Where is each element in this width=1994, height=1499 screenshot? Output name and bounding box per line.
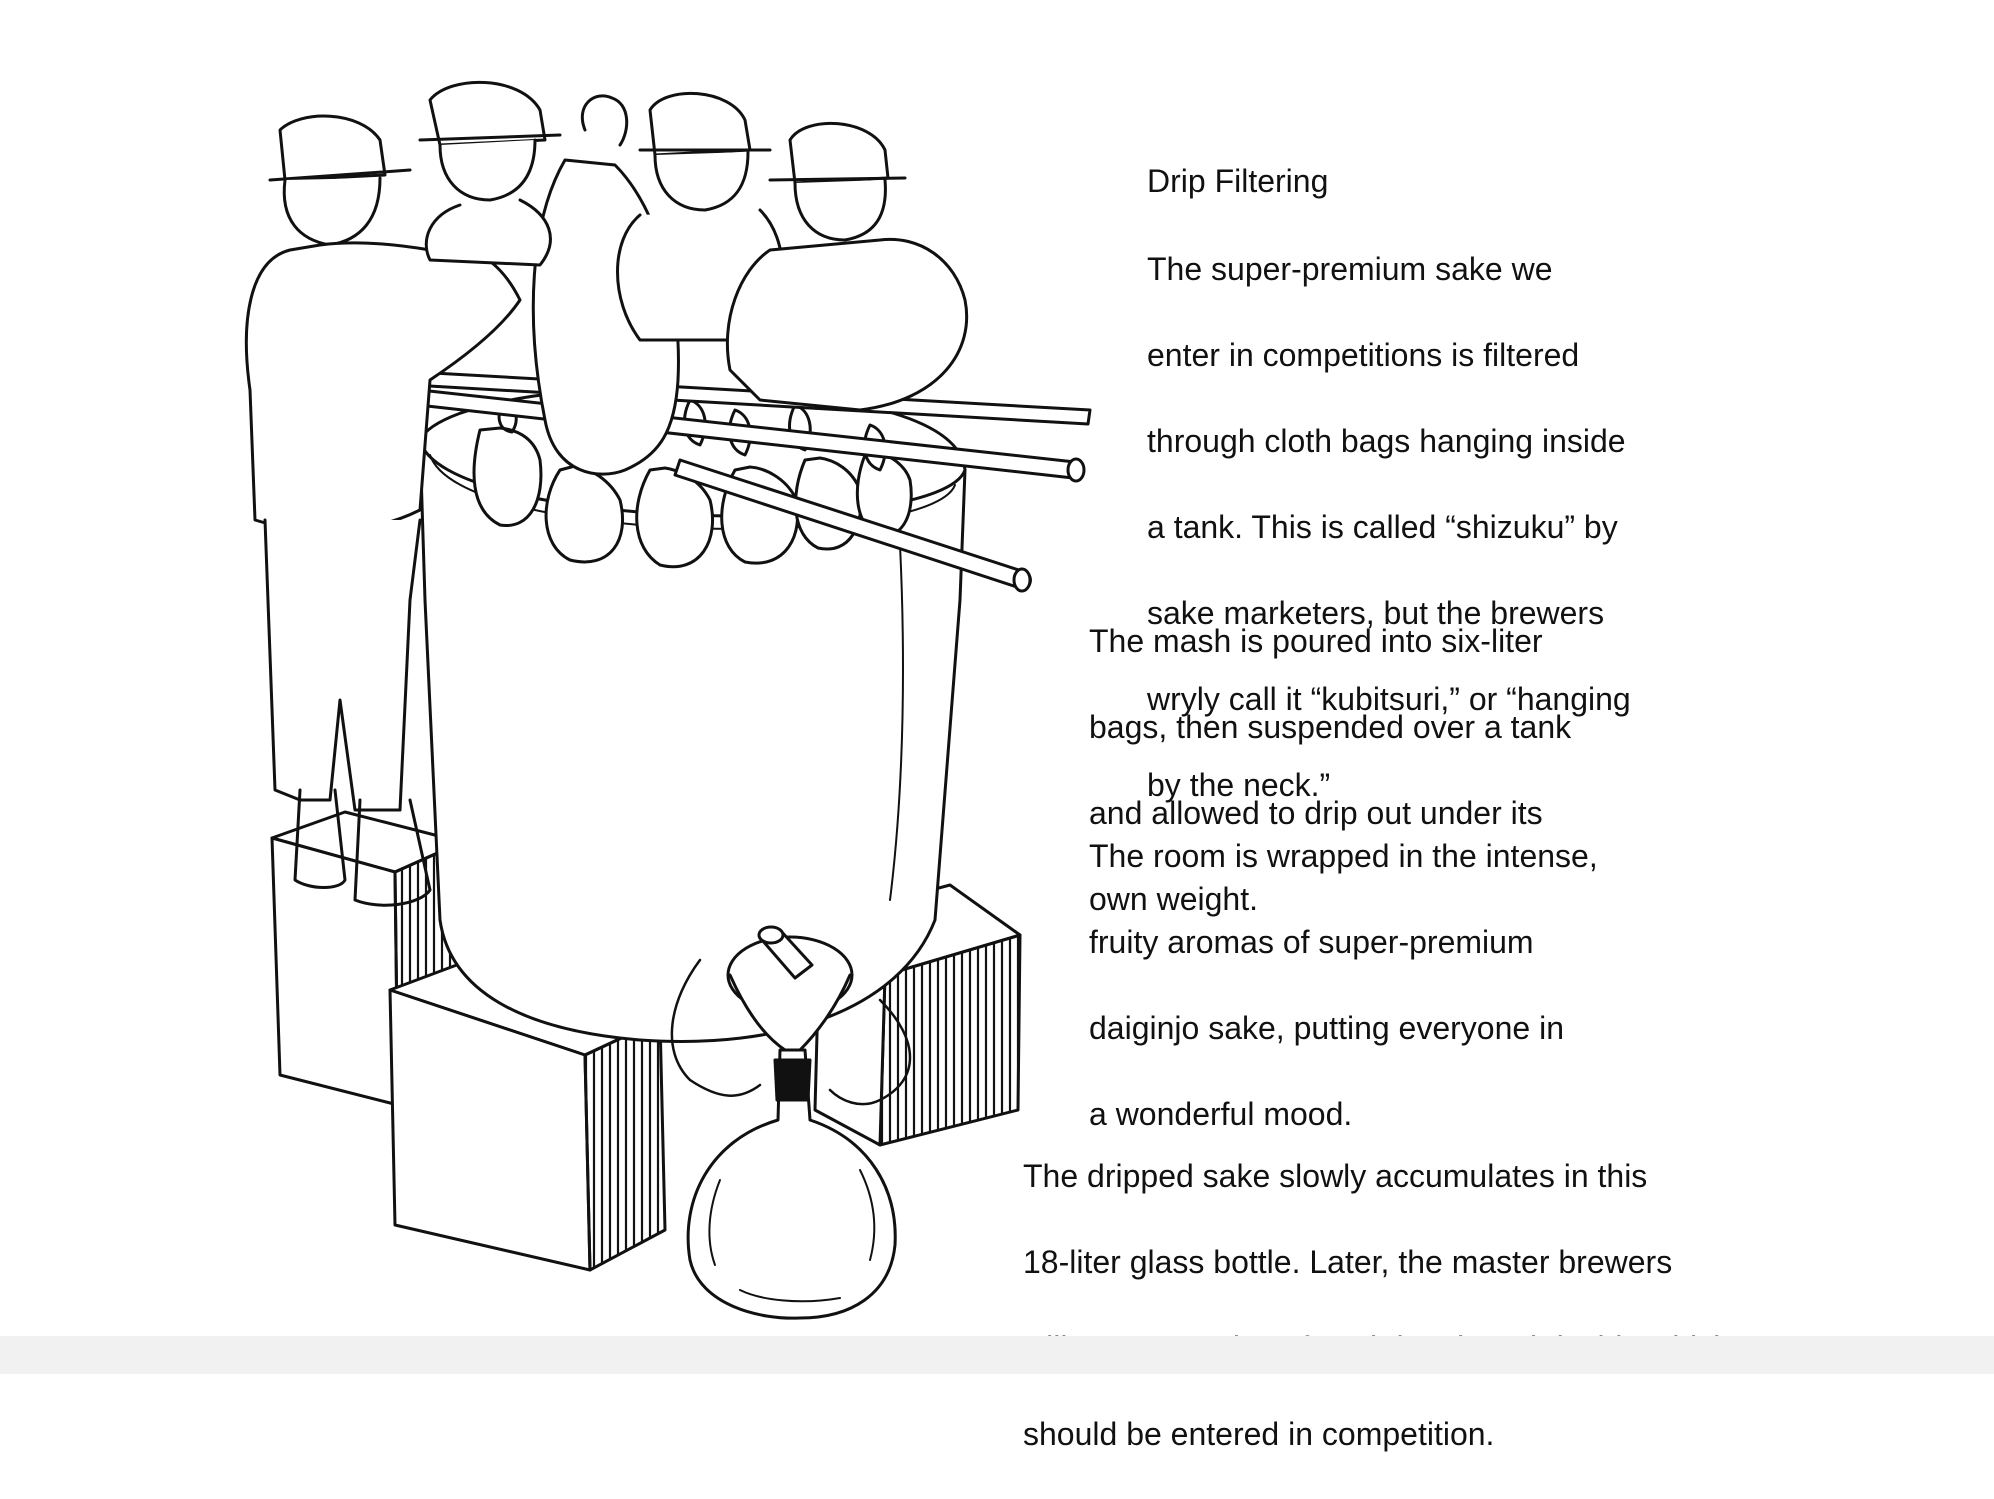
worker-second [418, 80, 562, 267]
bottom-band [0, 1336, 1994, 1374]
worker-left [244, 114, 522, 907]
caption-line: a wonderful mood. [1089, 1096, 1353, 1132]
caption-drip-filtering: Drip Filtering The super-premium sake we… [1147, 114, 1631, 850]
caption-line: wryly call it “kubitsuri,” or “hanging [1147, 681, 1631, 717]
caption-line: The mash is poured into six-liter [1089, 623, 1543, 659]
caption-line: enter in competitions is filtered [1147, 337, 1580, 373]
caption-bottle: The dripped sake slowly accumulates in t… [1023, 1112, 1731, 1499]
caption-line: own weight. [1089, 881, 1258, 917]
caption-line: by the neck.” [1147, 767, 1331, 803]
caption-line: should be entered in competition. [1023, 1416, 1495, 1452]
caption-line: bags, then suspended over a tank [1089, 709, 1572, 745]
caption-line: The super-premium sake we [1147, 251, 1553, 287]
caption-line: daiginjo sake, putting everyone in [1089, 1010, 1564, 1046]
caption-line: The dripped sake slowly accumulates in t… [1023, 1158, 1648, 1194]
caption-room: The room is wrapped in the intense, frui… [1089, 792, 1598, 1179]
caption-line: sake marketers, but the brewers [1147, 595, 1605, 631]
caption-mash: The mash is poured into six-liter bags, … [1089, 577, 1571, 964]
caption-line: The room is wrapped in the intense, [1089, 838, 1598, 874]
caption-line: a tank. This is called “shizuku” by [1147, 509, 1618, 545]
page: Drip Filtering The super-premium sake we… [0, 80, 1994, 1452]
caption-title: Drip Filtering [1147, 163, 1329, 199]
sake-filtering-illustration [244, 80, 1092, 1320]
caption-line: 18-liter glass bottle. Later, the master… [1023, 1244, 1673, 1280]
glass-bottle [686, 1048, 897, 1320]
caption-line: through cloth bags hanging inside [1147, 423, 1626, 459]
caption-line: fruity aromas of super-premium [1089, 924, 1534, 960]
bottle-wrap-cloth [670, 958, 912, 1106]
worker-right [725, 121, 969, 412]
caption-line: and allowed to drip out under its [1089, 795, 1543, 831]
